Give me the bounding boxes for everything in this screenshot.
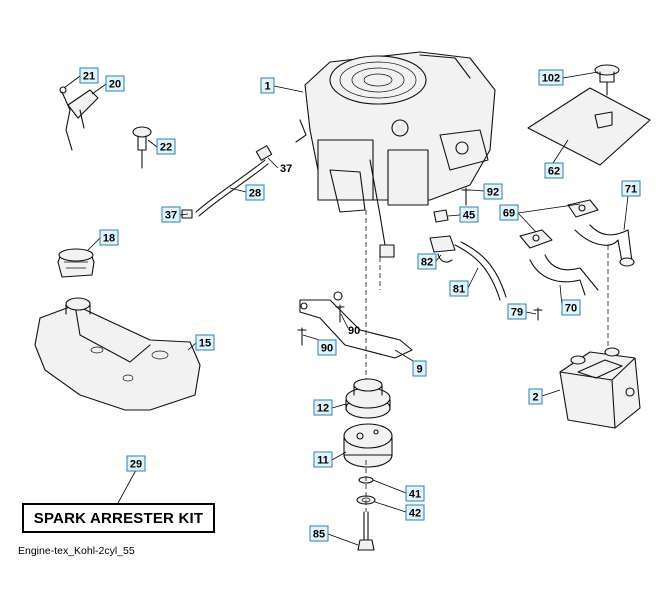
callout-82: 82 <box>417 253 437 270</box>
muffler-drawing <box>559 347 641 429</box>
callout-85: 85 <box>309 525 329 542</box>
callout-69: 69 <box>499 204 519 221</box>
fuel-cap-drawing <box>57 248 95 278</box>
svg-text:92: 92 <box>487 187 499 199</box>
callout-37-left: 37 <box>161 206 181 223</box>
callout-90-upper: 90 <box>348 325 360 337</box>
svg-text:20: 20 <box>109 79 121 91</box>
svg-text:62: 62 <box>548 166 560 178</box>
svg-text:45: 45 <box>463 210 475 222</box>
callout-21: 21 <box>79 67 99 84</box>
callout-62: 62 <box>544 162 564 179</box>
svg-text:15: 15 <box>199 338 211 350</box>
callout-28: 28 <box>245 184 265 201</box>
svg-text:1: 1 <box>264 81 270 93</box>
callout-90-lower: 90 <box>317 339 337 356</box>
callout-37-top: 37 <box>280 163 292 175</box>
callout-92: 92 <box>483 183 503 200</box>
svg-text:79: 79 <box>511 307 523 319</box>
spark-arrester-kit-label: SPARK ARRESTER KIT <box>22 503 215 533</box>
callout-70: 70 <box>561 299 581 316</box>
svg-text:102: 102 <box>542 73 560 85</box>
callout-79: 79 <box>507 303 527 320</box>
fuel-filter-drawing <box>429 187 507 301</box>
throttle-control-drawing <box>59 86 99 151</box>
svg-text:71: 71 <box>625 184 637 196</box>
svg-text:37: 37 <box>165 210 177 222</box>
svg-text:2: 2 <box>532 392 538 404</box>
callout-12: 12 <box>313 399 333 416</box>
svg-text:70: 70 <box>565 303 577 315</box>
callout-20: 20 <box>105 75 125 92</box>
callout-22: 22 <box>156 138 176 155</box>
exhaust-pipes-drawing <box>519 199 635 350</box>
callout-71: 71 <box>621 180 641 197</box>
callout-9: 9 <box>412 360 427 377</box>
diagram-footer-id: Engine-tex_Kohl-2cyl_55 <box>18 545 135 557</box>
svg-text:82: 82 <box>421 257 433 269</box>
svg-text:81: 81 <box>453 284 465 296</box>
callout-41: 41 <box>405 485 425 502</box>
callout-81: 81 <box>449 280 469 297</box>
svg-text:21: 21 <box>83 71 95 83</box>
svg-text:90: 90 <box>321 343 333 355</box>
callout-42: 42 <box>405 504 425 521</box>
svg-text:18: 18 <box>103 233 115 245</box>
svg-text:12: 12 <box>317 403 329 415</box>
clutch-drawing <box>343 423 393 468</box>
svg-text:29: 29 <box>130 459 142 471</box>
svg-text:41: 41 <box>409 489 421 501</box>
svg-text:28: 28 <box>249 188 261 200</box>
svg-text:69: 69 <box>503 208 515 220</box>
svg-text:22: 22 <box>160 142 172 154</box>
callout-29: 29 <box>126 455 146 472</box>
bracket-drawing <box>297 291 413 359</box>
callout-11: 11 <box>313 451 333 468</box>
pulley-drawing <box>345 378 391 419</box>
svg-text:9: 9 <box>416 364 422 376</box>
callout-45: 45 <box>459 206 479 223</box>
callout-102: 102 <box>538 69 564 86</box>
fuel-tank-drawing <box>34 297 201 411</box>
svg-text:11: 11 <box>317 455 329 467</box>
svg-text:85: 85 <box>313 529 325 541</box>
heat-shield-drawing <box>527 64 651 166</box>
washer-bolt-drawing <box>356 460 376 551</box>
svg-text:42: 42 <box>409 508 421 520</box>
engine-drawing <box>304 51 496 380</box>
callout-2: 2 <box>528 388 543 405</box>
callout-15: 15 <box>195 334 215 351</box>
callout-1: 1 <box>260 77 275 94</box>
callout-18: 18 <box>99 229 119 246</box>
knob-drawing <box>132 126 152 169</box>
